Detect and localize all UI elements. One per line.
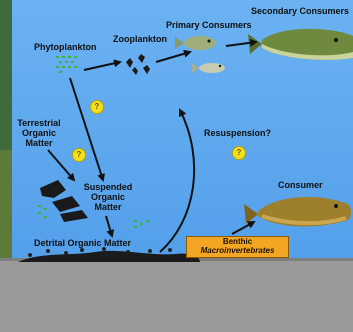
left-edge-lower bbox=[0, 150, 12, 260]
label-consumer: Consumer bbox=[278, 180, 323, 190]
label-terrestrial-organic-matter: Terrestrial Organic Matter bbox=[10, 118, 68, 148]
suspended-line-2: Organic bbox=[80, 192, 136, 202]
question-marker-terrestrial: ? bbox=[72, 148, 86, 162]
label-resuspension: Resuspension? bbox=[204, 128, 271, 138]
benthic-line-1: Benthic bbox=[187, 237, 288, 246]
terrestrial-line-2: Organic bbox=[10, 128, 68, 138]
terrestrial-line-1: Terrestrial bbox=[10, 118, 68, 128]
label-suspended-organic-matter: Suspended Organic Matter bbox=[80, 182, 136, 212]
label-detrital-organic-matter: Detrital Organic Matter bbox=[34, 238, 131, 248]
label-zooplankton: Zooplankton bbox=[113, 34, 167, 44]
question-marker-resuspension: ? bbox=[232, 146, 246, 160]
label-primary-consumers: Primary Consumers bbox=[166, 20, 252, 30]
suspended-line-1: Suspended bbox=[80, 182, 136, 192]
terrestrial-line-3: Matter bbox=[10, 138, 68, 148]
question-marker-phyto: ? bbox=[90, 100, 104, 114]
suspended-line-3: Matter bbox=[80, 202, 136, 212]
benthic-macroinvertebrates-box: Benthic Macroinvertebrates bbox=[186, 236, 289, 258]
label-secondary-consumers: Secondary Consumers bbox=[251, 6, 349, 16]
benthic-line-2: Macroinvertebrates bbox=[187, 246, 288, 255]
sediment-layer bbox=[0, 260, 353, 332]
label-phytoplankton: Phytoplankton bbox=[34, 42, 97, 52]
